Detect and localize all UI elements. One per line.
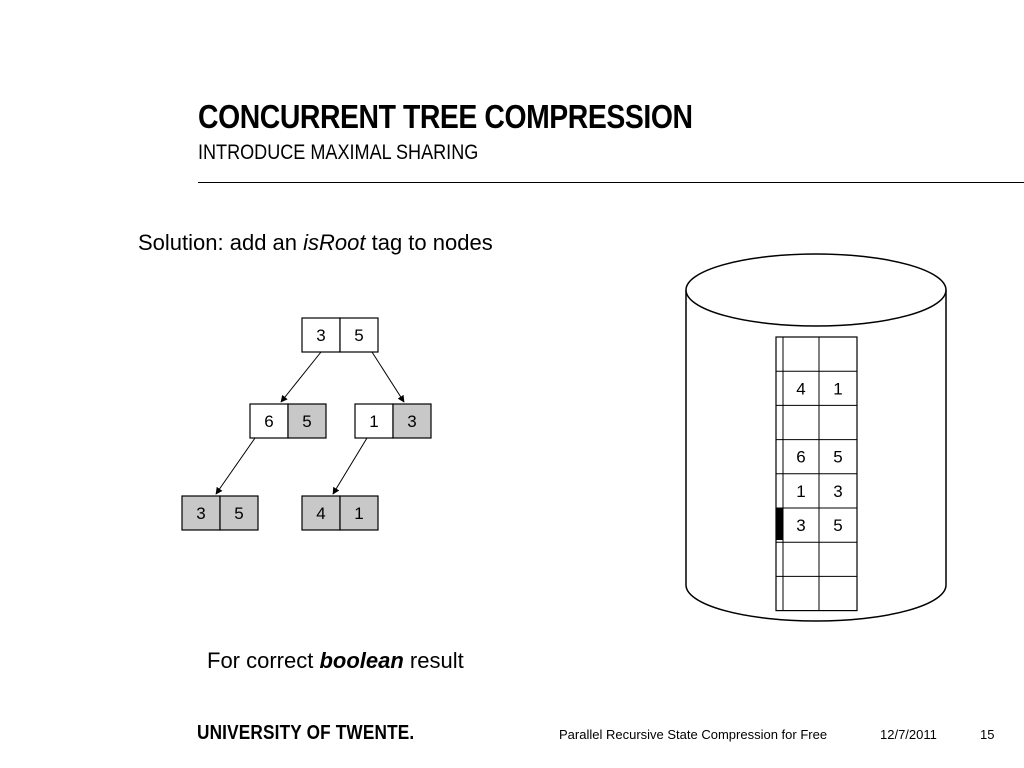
tree-node-root: 3 5: [301, 317, 379, 353]
solution-suffix: tag to nodes: [365, 230, 493, 255]
table-cell-first: 1: [796, 482, 805, 501]
tree-node-left-leaf: 3 5: [181, 495, 259, 531]
footer-date: 12/7/2011: [880, 727, 937, 742]
result-text: For correct boolean result: [207, 648, 464, 674]
footer-page-number: 15: [980, 727, 995, 742]
right-leaf-second-value: 1: [354, 504, 363, 523]
title-divider: [198, 182, 1024, 183]
right-node-first-value: 1: [369, 412, 378, 431]
university-logo-text: UNIVERSITY OF TWENTE.: [197, 722, 415, 744]
table-cell-second: 1: [833, 379, 842, 398]
result-prefix: For correct: [207, 648, 320, 673]
result-emphasis: boolean: [319, 648, 404, 673]
result-suffix: result: [403, 648, 464, 673]
root-left-value: 3: [316, 326, 325, 345]
slide-subtitle: INTRODUCE MAXIMAL SHARING: [198, 141, 479, 164]
left-node-first-value: 6: [264, 412, 273, 431]
table-cell-first: 3: [796, 516, 805, 535]
table-cell-first: 4: [796, 379, 805, 398]
table-cell-second: 5: [833, 516, 842, 535]
left-leaf-second-value: 5: [234, 504, 243, 523]
solution-italic: isRoot: [303, 230, 366, 255]
edge-right-leaf: [332, 437, 368, 495]
left-leaf-first-value: 3: [196, 504, 205, 523]
root-right-value: 5: [354, 326, 363, 345]
edge-left-leaf: [215, 437, 256, 495]
tree-node-right-leaf: 4 1: [301, 495, 379, 531]
table-cell-second: 5: [833, 448, 842, 467]
slide-title: CONCURRENT TREE COMPRESSION: [198, 98, 693, 135]
edge-root-right: [371, 351, 405, 403]
tree-node-right: 1 3: [354, 403, 432, 439]
solution-prefix: Solution: add an: [138, 230, 304, 255]
right-node-second-value: 3: [407, 412, 416, 431]
table-cell-second: 3: [833, 482, 842, 501]
right-leaf-first-value: 4: [316, 504, 325, 523]
edge-root-left: [280, 351, 322, 403]
root-tag-marker: [776, 508, 783, 540]
left-node-second-value: 5: [302, 412, 311, 431]
footer-presentation-title: Parallel Recursive State Compression for…: [559, 727, 828, 742]
solution-text: Solution: add an isRoot tag to nodes: [138, 230, 493, 256]
table-cell-first: 6: [796, 448, 805, 467]
tree-node-left: 6 5: [249, 403, 327, 439]
